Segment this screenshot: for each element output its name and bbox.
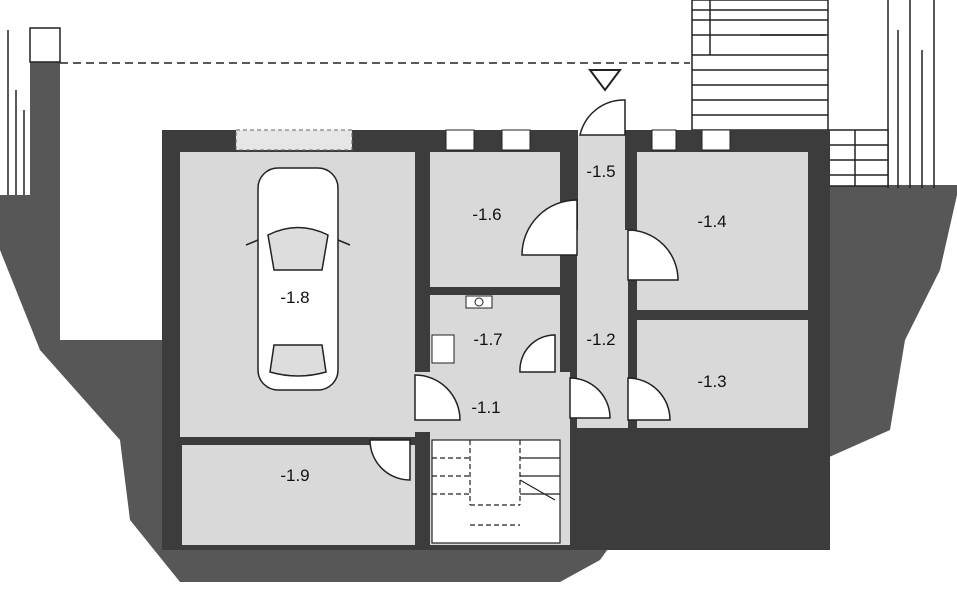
room-label: -1.8 xyxy=(280,288,309,307)
room-label: -1.9 xyxy=(280,466,309,485)
room-label: -1.4 xyxy=(697,212,726,231)
garage-door xyxy=(235,129,353,151)
fence-right xyxy=(887,0,935,188)
room-label: -1.5 xyxy=(586,162,615,181)
car-icon xyxy=(245,167,351,391)
level-marker-icon xyxy=(588,69,622,92)
room-label: -1.7 xyxy=(473,330,502,349)
windows xyxy=(445,129,731,151)
room-label: -1.1 xyxy=(471,398,500,417)
fence-left xyxy=(7,30,25,195)
light-well xyxy=(60,62,162,338)
staircase-icon xyxy=(691,0,889,187)
room-label: -1.6 xyxy=(472,205,501,224)
room-label: -1.3 xyxy=(697,372,726,391)
toilet-icon xyxy=(431,295,493,364)
room-1-5 xyxy=(578,135,625,230)
interior-staircase-icon xyxy=(431,439,561,544)
doors xyxy=(369,99,679,481)
room-label: -1.2 xyxy=(586,330,615,349)
room-1-4 xyxy=(637,152,808,310)
pillar xyxy=(29,27,61,63)
